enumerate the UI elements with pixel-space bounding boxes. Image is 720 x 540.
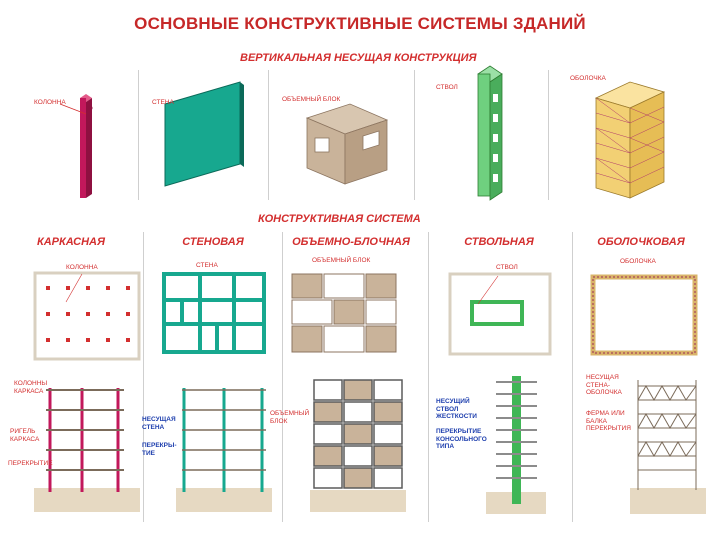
page-title: ОСНОВНЫЕ КОНСТРУКТИВНЫЕ СИСТЕМЫ ЗДАНИЙ <box>134 14 586 33</box>
block-element-label: ОБЪЕМНЫЙ БЛОК <box>282 96 341 103</box>
divider <box>143 232 144 522</box>
system-title-block: ОБЪЕМНО-БЛОЧНАЯ <box>292 236 410 248</box>
system-title-trunk: СТВОЛЬНАЯ <box>464 236 534 248</box>
shell-elevation <box>630 380 706 514</box>
block-elevation-label: ОБЪЕМНЫЙ БЛОК <box>270 410 310 425</box>
wall-elevation <box>176 388 272 512</box>
divider <box>138 70 139 200</box>
system-title-frame: КАРКАСНАЯ <box>36 236 106 248</box>
shell-plan <box>590 274 698 356</box>
divider <box>414 70 415 200</box>
trunk-elevation <box>486 376 546 514</box>
divider <box>548 70 549 200</box>
frame-plan <box>33 271 141 361</box>
block-element-illustration <box>305 103 389 185</box>
trunk-element-label: СТВОЛ <box>436 84 458 91</box>
farm-beam-label: ФЕРМА ИЛИ БАЛКА ПЕРЕКРЫТИЯ <box>586 410 631 432</box>
shell-element-illustration <box>594 81 666 199</box>
divider <box>268 70 269 200</box>
frame-plan-label: КОЛОННА <box>66 264 98 271</box>
block-plan-label: ОБЪЕМНЫЙ БЛОК <box>312 257 371 264</box>
stiff-trunk-label: НЕСУЩИЙ СТВОЛ ЖЕСТКОСТИ <box>436 398 477 420</box>
wall-element-label: СТЕНА <box>152 99 174 106</box>
frame-crossbar-label: РИГЕЛЬ КАРКАСА <box>10 428 40 443</box>
frame-elevation <box>34 388 140 512</box>
wall-plan <box>162 272 266 354</box>
system-title-wall: СТЕНОВАЯ <box>182 236 244 248</box>
block-plan <box>291 273 397 353</box>
divider <box>282 232 283 522</box>
frame-floor-label: ПЕРЕКРЫТИЕ <box>8 460 53 467</box>
trunk-plan-label: СТВОЛ <box>496 264 518 271</box>
section-system-header: КОНСТРУКТИВНАЯ СИСТЕМА <box>258 213 421 225</box>
trunk-plan <box>448 272 552 356</box>
block-elevation <box>310 379 406 512</box>
column-element-label: КОЛОННА <box>34 99 66 106</box>
shell-plan-label: ОБОЛОЧКА <box>620 258 656 265</box>
shell-element-label: ОБОЛОЧКА <box>570 75 606 82</box>
trunk-element-illustration <box>477 65 503 201</box>
wall-floor-label: ПЕРЕКРЫ-ТИЕ <box>142 442 177 457</box>
leader-line <box>59 103 87 115</box>
shell-wall-label: НЕСУЩАЯ СТЕНА-ОБОЛОЧКА <box>586 374 622 396</box>
cantilever-floor-label: ПЕРЕКРЫТИЕ КОНСОЛЬНОГО ТИПА <box>436 428 487 450</box>
bearing-wall-label: НЕСУЩАЯ СТЕНА <box>142 416 176 431</box>
divider <box>572 232 573 522</box>
section-vertical-header: ВЕРТИКАЛЬНАЯ НЕСУЩАЯ КОНСТРУКЦИЯ <box>240 52 477 64</box>
divider <box>428 232 429 522</box>
frame-columns-label: КОЛОННЫ КАРКАСА <box>14 380 48 395</box>
wall-element-illustration <box>164 81 244 187</box>
column-element-illustration <box>80 94 93 198</box>
system-title-shell: ОБОЛОЧКОВАЯ <box>597 236 685 248</box>
wall-plan-label: СТЕНА <box>196 262 218 269</box>
